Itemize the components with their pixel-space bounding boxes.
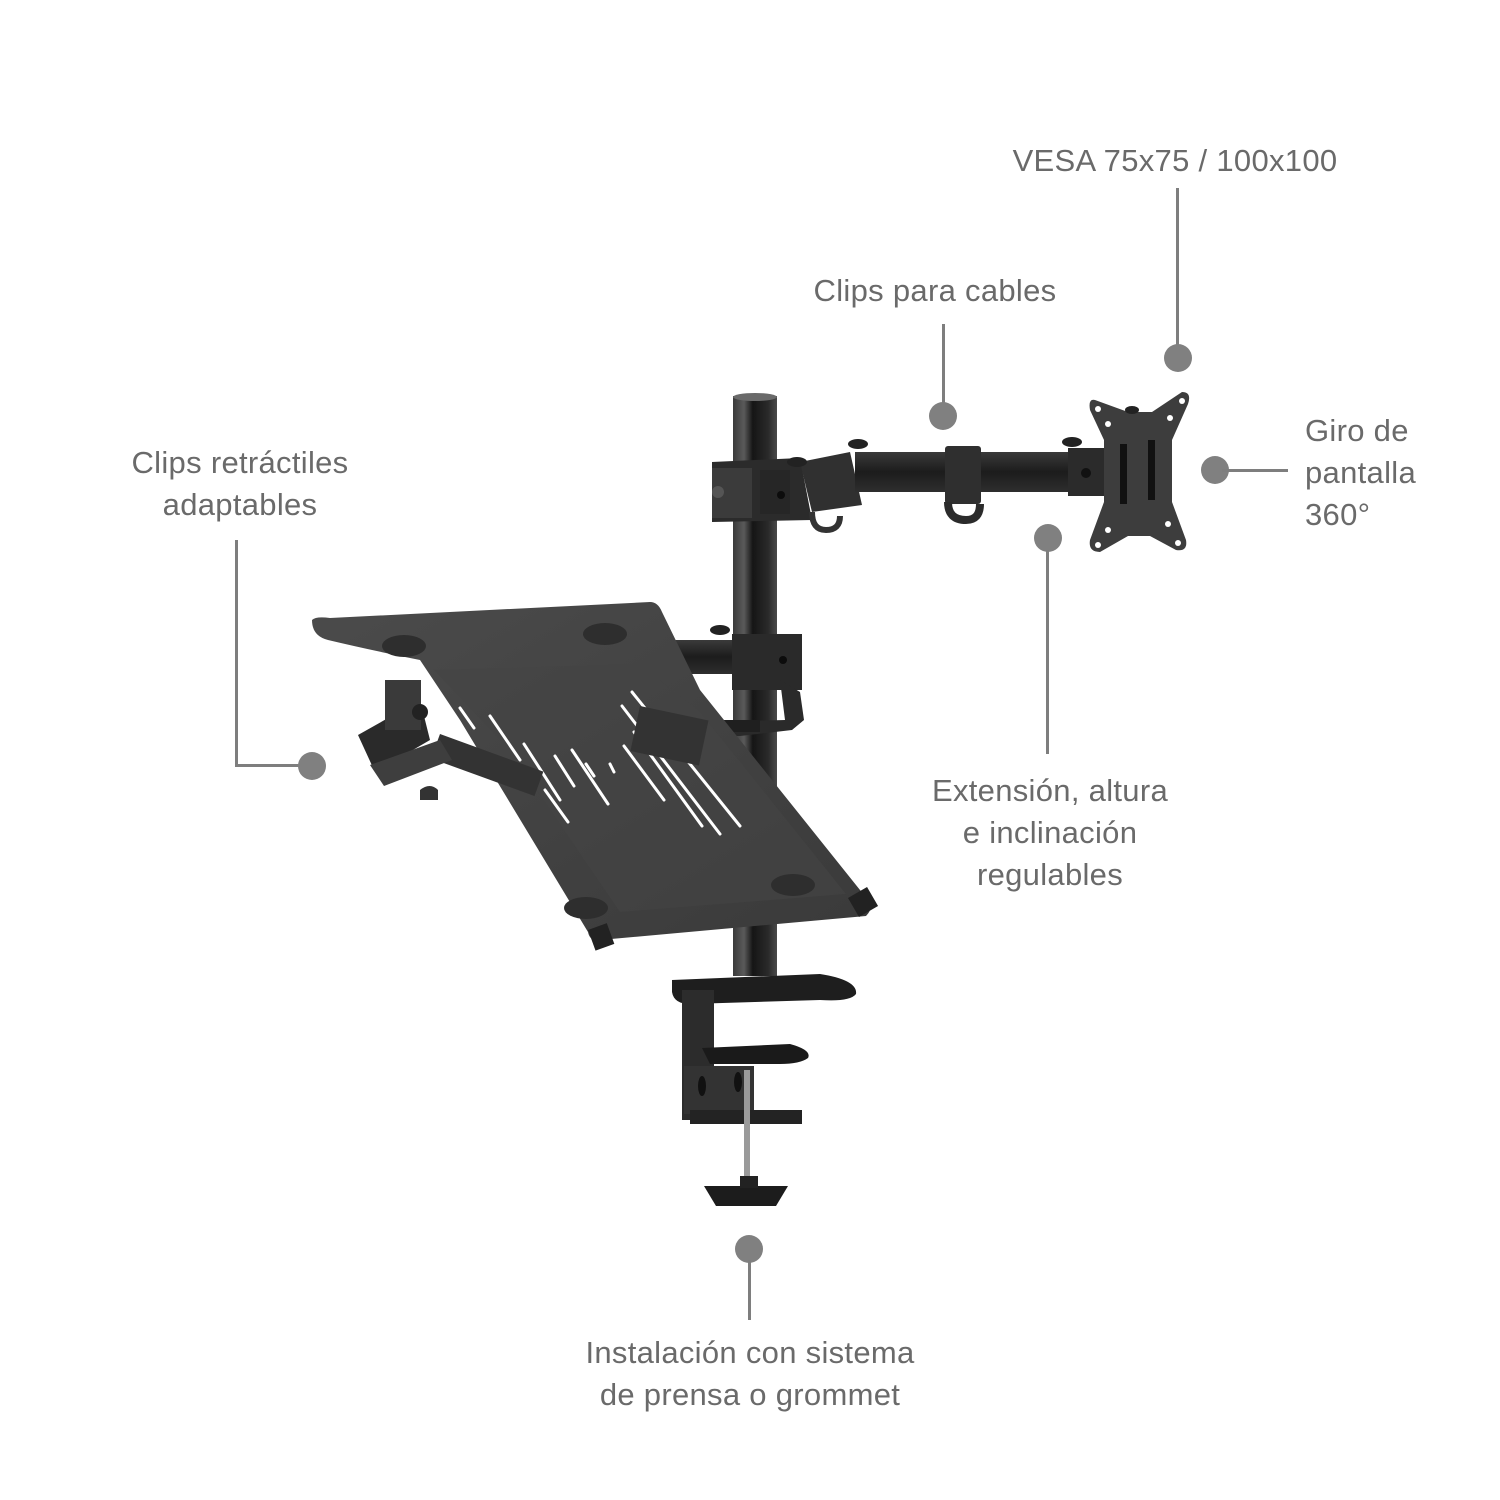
callout-installation-line bbox=[748, 1260, 751, 1320]
callout-retractable-clips-line-horizontal bbox=[235, 764, 303, 767]
callout-text-line: 360° bbox=[1305, 497, 1371, 532]
callout-text-line: Instalación con sistema bbox=[585, 1335, 915, 1370]
callout-retractable-clips-dot bbox=[298, 752, 326, 780]
callout-cable-clips-label: Clips para cables bbox=[790, 270, 1080, 312]
callout-text-line: Extensión, altura bbox=[931, 773, 1168, 808]
callout-cable-clips-dot bbox=[929, 402, 957, 430]
callout-adjustment-line bbox=[1046, 550, 1049, 754]
callout-text-line: Clips retráctiles bbox=[131, 445, 349, 480]
callout-text-line: pantalla bbox=[1305, 455, 1416, 490]
callout-cable-clips-line bbox=[942, 324, 945, 410]
callout-adjustment-dot bbox=[1034, 524, 1062, 552]
callout-text-line: Giro de bbox=[1305, 413, 1409, 448]
callout-text-line: adaptables bbox=[162, 487, 318, 522]
callout-text-line: regulables bbox=[976, 857, 1124, 892]
callout-installation-label: Instalación con sistema de prensa o grom… bbox=[540, 1332, 960, 1416]
callout-vesa-dot bbox=[1164, 344, 1192, 372]
callout-vesa-label: VESA 75x75 / 100x100 bbox=[990, 140, 1360, 182]
callout-vesa-line bbox=[1176, 188, 1179, 348]
callout-rotation-label: Giro de pantalla 360° bbox=[1305, 410, 1485, 536]
callout-text-line: Clips para cables bbox=[813, 273, 1057, 308]
callout-text-line: de prensa o grommet bbox=[599, 1377, 901, 1412]
callout-rotation-line bbox=[1222, 469, 1288, 472]
vesa-plate bbox=[1089, 392, 1190, 552]
monitor-arm bbox=[712, 437, 1108, 534]
desk-clamp bbox=[672, 974, 857, 1206]
callout-text-line: e inclinación bbox=[962, 815, 1138, 850]
callout-retractable-clips-label: Clips retráctiles adaptables bbox=[100, 442, 380, 526]
laptop-tray bbox=[312, 602, 879, 951]
callout-text-line: VESA 75x75 / 100x100 bbox=[1012, 143, 1338, 178]
callout-retractable-clips-line-vertical bbox=[235, 540, 238, 766]
callout-installation-dot bbox=[735, 1235, 763, 1263]
callout-adjustment-label: Extensión, altura e inclinación regulabl… bbox=[900, 770, 1200, 896]
